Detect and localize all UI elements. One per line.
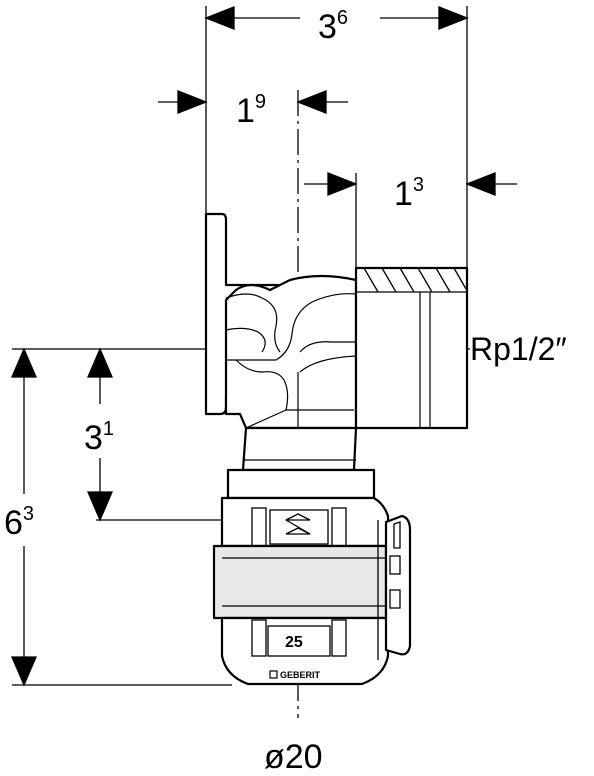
dim-overall-width: 36 [318, 7, 348, 46]
connector-details [222, 507, 401, 660]
dim-overall-height: 63 [4, 503, 34, 542]
dim-flange-to-axis: 19 [236, 91, 266, 130]
dim-axis-to-end: 13 [394, 174, 424, 213]
elbow-details [225, 292, 431, 461]
side-latch [384, 514, 412, 656]
brand-logo-box [269, 670, 278, 679]
dim-axis-to-mark: 31 [84, 418, 114, 457]
threaded-outlet [354, 266, 469, 430]
dimension-arrows [11, 6, 517, 687]
insertion-mark [285, 513, 311, 535]
thread-label: Rp1/2″ [470, 331, 567, 367]
neck [241, 426, 358, 472]
thread-hatch [356, 267, 467, 293]
fitting-body [204, 212, 469, 500]
size-marking: 25 [285, 634, 303, 651]
collar [226, 468, 376, 500]
pipe-diameter-label: ø20 [264, 738, 323, 776]
release-band [212, 544, 388, 620]
elbow-body [224, 274, 358, 430]
brand-marking: GEBERIT [280, 670, 321, 680]
